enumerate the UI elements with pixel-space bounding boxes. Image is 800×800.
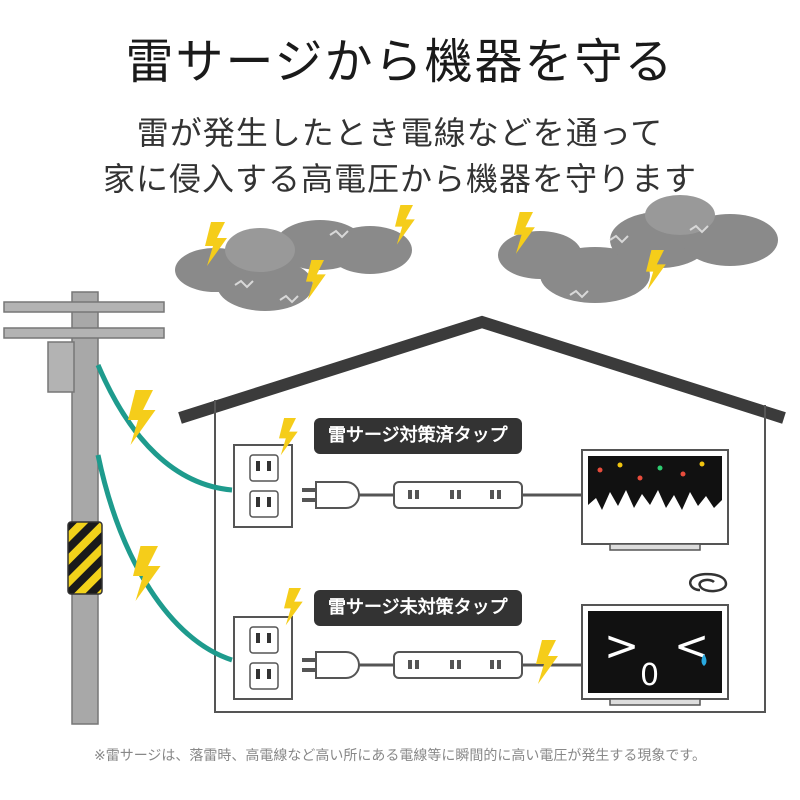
tv-face-mouth: 0 (640, 658, 659, 693)
power-plug-upper (302, 481, 394, 509)
tv-working (581, 449, 729, 551)
lightning-bolt-icon (133, 546, 161, 601)
subtitle-line-2: 家に侵入する高電圧から機器を守ります (102, 160, 697, 198)
wall-outlet-upper (233, 444, 293, 528)
lightning-bolt-icon (536, 640, 558, 684)
power-strip-protected (393, 481, 582, 509)
page-title: 雷サージから機器を守る (125, 34, 675, 90)
storm-cloud-left (175, 220, 412, 311)
footnote: ※雷サージは、落雷時、高電線など高い所にある電線等に瞬間的に高い電圧が発生する現… (93, 748, 707, 764)
power-wire-upper (95, 364, 233, 493)
subtitle: 雷が発生したとき電線などを通って 家に侵入する高電圧から機器を守ります (0, 110, 800, 202)
teardrop-icon (701, 654, 707, 666)
tv-broken: > < 0 (581, 604, 729, 706)
storm-cloud-right (498, 195, 778, 303)
tv-face-left-eye: > (604, 621, 639, 670)
utility-pole (3, 291, 165, 725)
dizzy-swirl-icon (688, 572, 728, 593)
subtitle-line-1: 雷が発生したとき電線などを通って (136, 114, 664, 152)
power-wire-lower (95, 454, 233, 663)
wall-outlet-lower (233, 616, 293, 700)
power-plug-lower (302, 651, 394, 679)
house (178, 315, 786, 713)
label-protected-strip: 雷サージ対策済タップ (314, 418, 522, 454)
label-unprotected-strip: 雷サージ未対策タップ (314, 590, 522, 626)
power-strip-unprotected (393, 651, 582, 679)
